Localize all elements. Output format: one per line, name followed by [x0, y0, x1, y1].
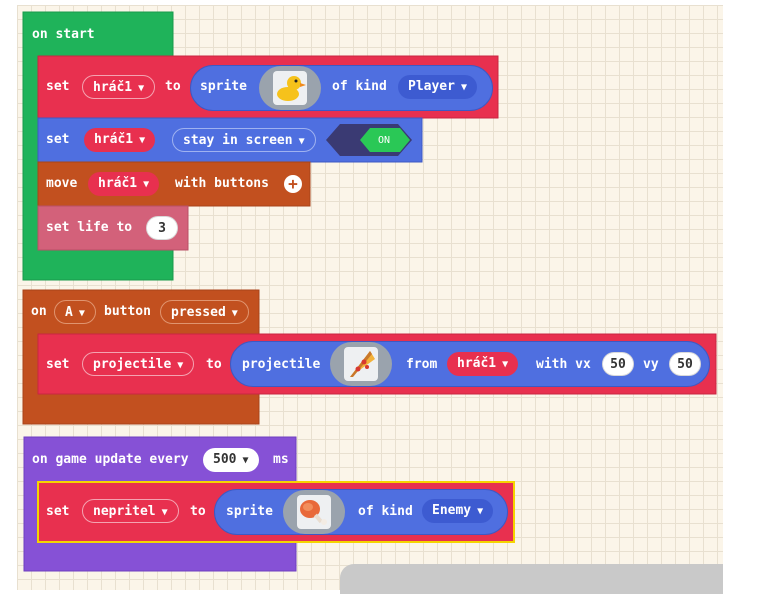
drumstick-icon — [297, 495, 331, 529]
chevron-down-icon: ▼ — [231, 308, 238, 319]
sprite-label: sprite — [226, 504, 273, 519]
chevron-down-icon: ▼ — [143, 179, 150, 190]
kind-value: Player — [408, 79, 455, 94]
toggle-value: ON — [378, 135, 391, 146]
variable-value: hráč1 — [93, 80, 133, 95]
property-value: stay in screen — [183, 133, 293, 148]
chevron-down-icon: ▼ — [177, 360, 184, 371]
chevron-down-icon: ▼ — [138, 83, 145, 94]
with-vx-label: with vx — [536, 357, 591, 372]
projectile-image-slot[interactable] — [330, 342, 392, 386]
life-value[interactable]: 3 — [146, 216, 178, 240]
variable-value: hráč1 — [94, 132, 134, 147]
chevron-down-icon: ▼ — [298, 136, 305, 147]
on-toggle[interactable] — [326, 124, 412, 156]
pizza-slice-icon — [344, 347, 378, 381]
event-dropdown[interactable]: pressed ▼ — [160, 300, 249, 324]
kind-dropdown[interactable]: Enemy ▼ — [422, 499, 494, 523]
kind-value: Enemy — [432, 503, 472, 518]
from-label: from — [406, 357, 438, 372]
vy-value[interactable]: 50 — [669, 352, 701, 376]
vx-value[interactable]: 50 — [602, 352, 634, 376]
move-label: move — [46, 176, 78, 191]
plus-circle-icon[interactable]: + — [284, 175, 302, 193]
to-label: to — [190, 504, 206, 519]
chevron-down-icon: ▼ — [460, 82, 467, 93]
sprite-label: sprite — [200, 79, 247, 94]
chevron-down-icon: ▼ — [477, 506, 484, 517]
variable-value: projectile — [93, 357, 172, 372]
on-start-label: on start — [32, 27, 95, 42]
chevron-down-icon: ▼ — [161, 507, 168, 518]
property-dropdown[interactable]: stay in screen ▼ — [172, 128, 316, 152]
chevron-down-icon: ▼ — [78, 308, 85, 319]
button-value: A — [65, 305, 73, 320]
horizontal-scrollbar[interactable] — [340, 564, 723, 594]
with-buttons-label: with buttons — [175, 176, 269, 191]
variable-value: nepritel — [93, 504, 156, 519]
set-label: set — [46, 357, 70, 372]
variable-dropdown[interactable]: projectile ▼ — [82, 352, 195, 376]
player-image-slot[interactable] — [259, 66, 321, 110]
variable-dropdown[interactable]: hráč1 ▼ — [84, 128, 156, 152]
button-dropdown[interactable]: A▼ — [54, 300, 96, 324]
source-value: hráč1 — [457, 356, 497, 371]
to-label: to — [165, 79, 181, 94]
event-value: pressed — [171, 305, 226, 320]
vy-label: vy — [643, 357, 659, 372]
ms-label: ms — [273, 452, 289, 467]
variable-dropdown[interactable]: nepritel ▼ — [82, 499, 179, 523]
of-kind-label: of kind — [358, 504, 413, 519]
source-dropdown[interactable]: hráč1 ▼ — [447, 352, 519, 376]
set-label: set — [46, 79, 70, 94]
enemy-image-slot[interactable] — [283, 490, 345, 534]
button-label: button — [104, 304, 151, 319]
variable-value: hráč1 — [98, 176, 138, 191]
of-kind-label: of kind — [332, 79, 387, 94]
chevron-down-icon: ▼ — [139, 135, 146, 146]
chevron-down-icon: ▼ — [502, 359, 509, 370]
chevron-down-icon: ▼ — [242, 455, 249, 466]
set-label: set — [46, 504, 70, 519]
variable-dropdown[interactable]: hráč1 ▼ — [88, 172, 160, 196]
set-label: set — [46, 132, 70, 147]
on-game-update-label: on game update every — [32, 452, 189, 467]
variable-dropdown[interactable]: hráč1 ▼ — [82, 75, 156, 99]
on-label: on — [31, 304, 47, 319]
interval-value: 500 — [213, 452, 237, 467]
to-label: to — [206, 357, 222, 372]
set-life-label: set life to — [46, 220, 133, 235]
kind-dropdown[interactable]: Player ▼ — [398, 75, 477, 99]
projectile-label: projectile — [242, 357, 321, 372]
yellow-duck-icon — [273, 71, 307, 105]
interval-dropdown[interactable]: 500 ▼ — [203, 448, 259, 472]
